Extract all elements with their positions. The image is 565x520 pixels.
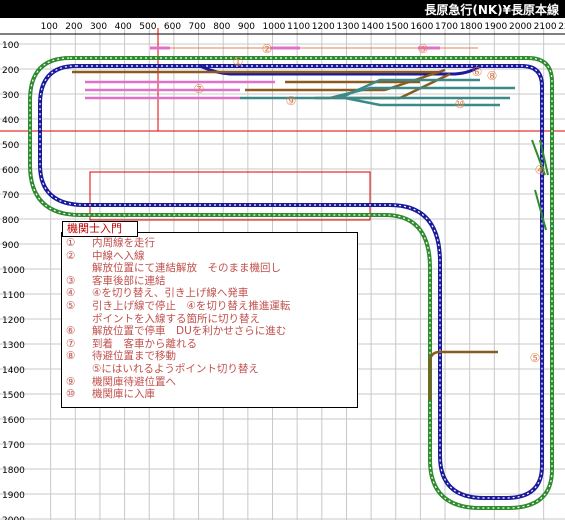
y-tick-label: 900 (2, 241, 19, 251)
y-tick-label: 800 (2, 216, 19, 226)
x-tick-label: 500 (139, 22, 156, 32)
x-tick-label: 1000 (263, 22, 286, 32)
legend-step-text: 中線へ入線 (92, 249, 145, 262)
y-tick-label: 1100 (2, 291, 25, 301)
engine-shed-tracks (240, 78, 515, 107)
marker-3: ③ (418, 42, 429, 56)
y-tick-label: 2000 (2, 516, 25, 520)
legend-step-text: ⑤にはいれるようポイント切り替え (92, 363, 259, 375)
y-tick-label: 200 (2, 66, 19, 76)
marker-6: ⑥ (472, 65, 483, 79)
marker-4: ④ (535, 163, 546, 177)
markers: ① ② ③ ④ ⑤ ⑥ ⑦ ⑧ ⑨ ⑩ (194, 42, 546, 365)
legend-step-number: ⑩ (66, 388, 76, 401)
legend-step-number: ⑨ (66, 375, 76, 388)
legend-step-text: 機関庫待避位置へ (92, 375, 176, 388)
marker-10: ⑩ (455, 97, 466, 111)
marker-5: ⑤ (530, 351, 541, 365)
x-tick-label: 2200 (558, 22, 565, 32)
x-tick-label: 1400 (361, 22, 384, 32)
legend-step-text: 引き上げ線で停止 ④を切り替え推進運転 (92, 300, 291, 312)
legend-step-text: 待避位置まで移動 (92, 350, 176, 363)
legend-step-number: ① (66, 237, 76, 249)
x-tick-label: 900 (238, 22, 255, 32)
x-tick-label: 1600 (410, 22, 433, 32)
x-tick-label: 600 (164, 22, 181, 32)
passing-siding (199, 64, 481, 76)
x-tick-label: 700 (189, 22, 206, 32)
legend-step-number: ③ (66, 274, 76, 287)
x-tick-label: 800 (213, 22, 230, 32)
x-tick-label: 1700 (435, 22, 458, 32)
y-tick-label: 1400 (2, 366, 25, 376)
legend-step-number: ⑧ (66, 350, 76, 363)
marker-7: ⑦ (194, 82, 205, 96)
x-tick-label: 2000 (509, 22, 532, 32)
y-tick-label: 700 (2, 191, 19, 201)
y-tick-label: 1900 (2, 491, 25, 501)
legend-step-text: 解放位置にて連結解放 そのまま機回し (92, 262, 281, 275)
y-tick-label: 400 (2, 116, 19, 126)
y-tick-label: 300 (2, 91, 19, 101)
legend-step-text: 到着 客車から離れる (92, 337, 197, 350)
legend-step-number: ⑤ (66, 300, 76, 312)
legend-step-text: 客車後部に連結 (92, 274, 166, 287)
x-tick-label: 1100 (287, 22, 310, 32)
legend-step-text: ポイントを入線する箇所に切り替え (92, 312, 260, 325)
marker-9: ⑨ (286, 94, 297, 108)
marker-2: ② (262, 42, 273, 56)
x-tick-label: 1500 (386, 22, 409, 32)
y-tick-label: 1700 (2, 441, 25, 451)
x-tick-label: 200 (65, 22, 82, 32)
y-tick-label: 500 (2, 141, 19, 151)
y-tick-label: 600 (2, 166, 19, 176)
x-tick-label: 1200 (312, 22, 335, 32)
marker-1: ① (233, 55, 244, 69)
x-tick-label: 2100 (534, 22, 557, 32)
legend-title: 機関士入門 (62, 221, 138, 237)
x-tick-label: 300 (90, 22, 107, 32)
y-tick-label: 1800 (2, 466, 25, 476)
red-guide-lines (0, 28, 565, 221)
yard-sidings-pink (85, 80, 275, 100)
y-tick-label: 1300 (2, 341, 25, 351)
legend-step-number: ④ (66, 287, 76, 300)
x-tick-label: 1900 (484, 22, 507, 32)
legend-step-number: ② (66, 249, 76, 262)
window-title: 長原急行(NK)¥長原本線 (424, 3, 559, 17)
legend-step-number: ⑦ (66, 337, 76, 350)
x-tick-label: 400 (115, 22, 132, 32)
highlight-area (89, 171, 371, 221)
legend-step-text: 機関庫に入庫 (92, 388, 155, 401)
x-tick-label: 1300 (336, 22, 359, 32)
y-tick-label: 1000 (2, 266, 25, 276)
legend-step-number: ⑥ (66, 325, 76, 338)
legend-step-text: 解放位置で停車 DUを利かせさらに進む (92, 325, 287, 338)
title-bar: 長原急行(NK)¥長原本線 (0, 0, 565, 18)
legend-step-text: ④を切り替え、引き上げ線へ発車 (92, 287, 249, 300)
x-tick-label: 1800 (460, 22, 483, 32)
right-ladder (531, 139, 549, 231)
y-tick-label: 1500 (2, 391, 25, 401)
legend-step-text: 内周線を走行 (92, 237, 155, 249)
marker-8: ⑧ (487, 69, 498, 83)
y-tick-label: 100 (2, 41, 19, 51)
y-tick-label: 1600 (2, 416, 25, 426)
y-tick-label: 1200 (2, 316, 25, 326)
x-tick-label: 100 (41, 22, 58, 32)
